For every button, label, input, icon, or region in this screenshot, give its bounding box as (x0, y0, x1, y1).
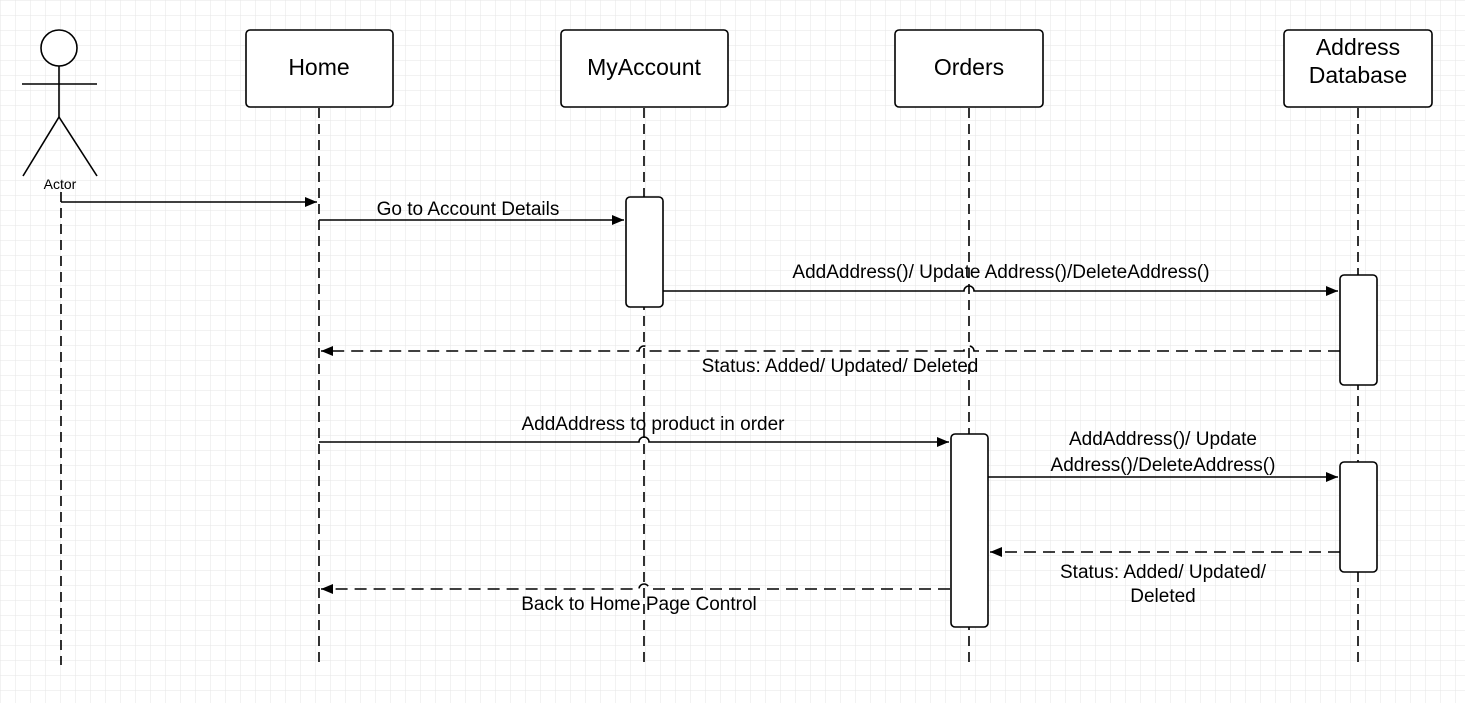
participant-label-address-db-line1: Address (1316, 34, 1400, 60)
activation-orders (950, 433, 989, 628)
activation-myaccount (625, 196, 664, 308)
message-arrow-add-address-1 (663, 285, 1338, 296)
activation-address-db-2 (1339, 461, 1378, 573)
message-label-add-to-order: AddAddress to product in order (522, 414, 786, 435)
participant-box-orders (894, 29, 1044, 108)
actor-figure (22, 29, 98, 177)
message-arrow-status-1 (321, 345, 1340, 356)
message-label-back-home: Back to Home Page Control (521, 594, 757, 615)
message-arrow-back-home (321, 583, 950, 594)
message-label-add-address-2-line1: AddAddress()/ Update (1069, 429, 1257, 450)
participant-box-myaccount (560, 29, 729, 108)
message-label-add-address-1: AddAddress()/ Update Address()/DeleteAdd… (792, 262, 1209, 283)
message-label-status-1: Status: Added/ Updated/ Deleted (702, 356, 979, 377)
actor-label: Actor (44, 176, 77, 192)
message-label-status-2-line2: Deleted (1130, 586, 1196, 607)
message-label-add-address-2-line2: Address()/DeleteAddress() (1051, 455, 1276, 476)
message-arrow-add-to-order (319, 436, 949, 447)
message-label-go-to-account: Go to Account Details (377, 199, 560, 220)
participant-box-home (245, 29, 394, 108)
participant-label-home: Home (288, 54, 349, 80)
activation-address-db-1 (1339, 274, 1378, 386)
participant-label-address-db-line2: Database (1309, 62, 1407, 88)
participant-box-address-db (1283, 29, 1433, 108)
message-label-status-2-line1: Status: Added/ Updated/ (1060, 562, 1267, 583)
participant-label-myaccount: MyAccount (587, 54, 701, 80)
participant-label-orders: Orders (934, 54, 1004, 80)
